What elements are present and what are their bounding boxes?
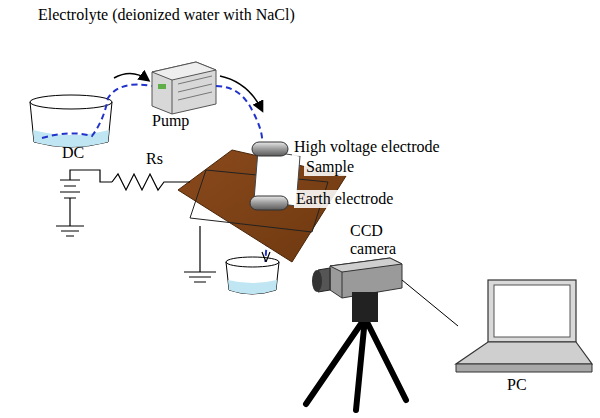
flow-arrow [114, 73, 148, 80]
pump-symbol [152, 62, 216, 114]
part-label: CCD camera [350, 222, 408, 258]
liquid-label: Electrolyte (deionized water with NaCl) [38, 6, 295, 24]
dc-circuit [56, 170, 216, 282]
part-label: High voltage electrode [292, 138, 442, 156]
electrolyte-beaker [30, 95, 112, 147]
part-label: Earth electrode [294, 190, 395, 208]
part-label: Pump [152, 112, 189, 130]
laptop-pc [456, 280, 592, 372]
resistor-label: Rs [146, 150, 163, 168]
camera-cable [402, 280, 458, 326]
collection-beaker [226, 257, 279, 294]
part-label: PC [507, 376, 527, 394]
source-label: DC [62, 144, 84, 162]
high-voltage-electrode [252, 142, 288, 156]
earth-electrode [250, 196, 288, 210]
part-label: Sample [304, 158, 356, 176]
flow-arrow [220, 76, 262, 110]
tripod-head [352, 292, 378, 322]
